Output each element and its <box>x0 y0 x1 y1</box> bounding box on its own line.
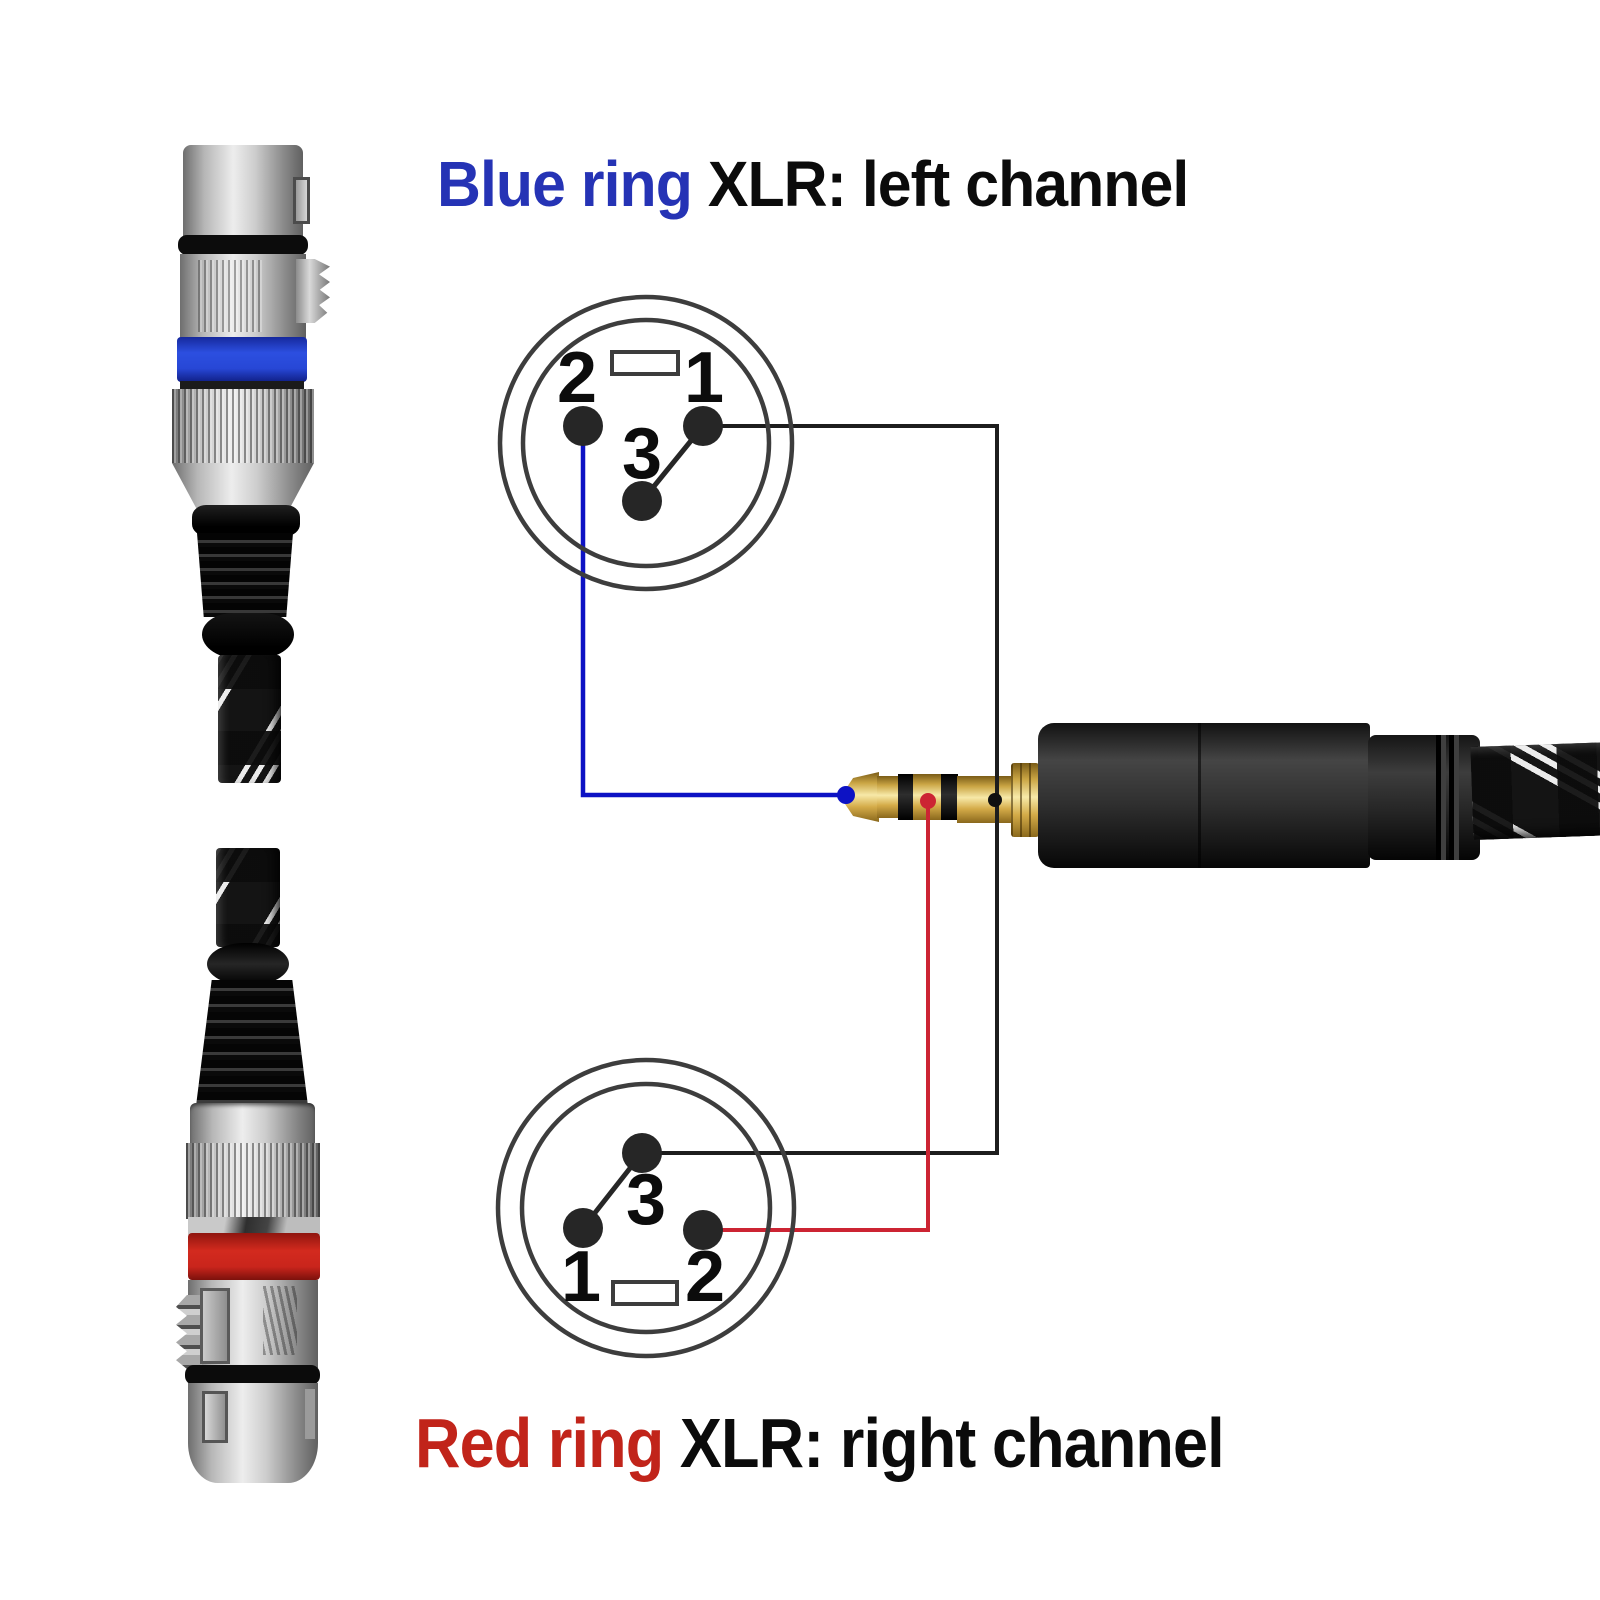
xlr-knurled-ring <box>186 1143 320 1219</box>
xlr-latch-section <box>180 254 330 338</box>
xlr-pinout-top: 2 1 3 <box>497 294 795 592</box>
xlr-latch-tab <box>200 1288 230 1364</box>
braided-cable <box>216 848 280 947</box>
xlr-o-ring <box>185 1365 320 1385</box>
xlr-strain-relief <box>196 980 308 1106</box>
plug-neck <box>877 776 901 818</box>
trs-35mm-plug <box>840 715 1600 890</box>
xlr-separator <box>188 1217 320 1235</box>
xlr-barrel <box>188 1383 318 1483</box>
label-red-ring-highlight: Red ring <box>415 1404 664 1482</box>
pin-3-label: 3 <box>622 414 662 494</box>
pin-2-label: 2 <box>557 338 597 418</box>
blue-ring-band <box>177 337 307 382</box>
xlr-neck <box>190 1103 315 1147</box>
left-channel-wire <box>580 430 842 798</box>
label-right-channel-rest: XLR: right channel <box>663 1404 1225 1482</box>
plug-insulator-ring <box>898 774 914 820</box>
xlr-strain-relief <box>197 533 293 617</box>
sleeve-connection-dot <box>988 793 1002 807</box>
xlr-latch-slot <box>293 177 310 224</box>
pin-1-label: 1 <box>561 1237 601 1317</box>
pin-2-label: 2 <box>685 1237 725 1317</box>
label-right-channel: Red ring XLR: right channel <box>415 1404 1225 1482</box>
label-left-channel: Blue ring XLR: left channel <box>437 148 1189 220</box>
pin-3-label: 3 <box>626 1160 666 1240</box>
label-blue-ring-highlight: Blue ring <box>437 148 693 220</box>
xlr-o-ring <box>178 235 308 255</box>
xlr-boot-cap <box>192 505 300 536</box>
xlr-knurled-ring <box>172 389 314 463</box>
xlr-boot-flare <box>202 613 294 659</box>
red-ring-band <box>188 1233 320 1280</box>
ground-wire <box>660 424 999 1155</box>
plug-sleeve-contact <box>957 776 1013 823</box>
xlr-barrel-notch <box>305 1389 315 1439</box>
tip-connection-dot <box>837 786 855 804</box>
ring-connection-dot <box>920 793 936 809</box>
plug-strain-collar <box>1368 735 1480 860</box>
xlr-barrel <box>183 145 310 238</box>
xlr-connector-red <box>168 845 338 1490</box>
right-channel-wire <box>722 805 930 1232</box>
plug-step-collar <box>1011 763 1039 837</box>
xlr-connector-blue <box>170 143 335 788</box>
xlr-taper <box>172 463 314 508</box>
xlr-boot-cap <box>207 943 289 985</box>
braided-cable <box>218 655 281 783</box>
plug-insulator-ring <box>941 774 958 820</box>
xlr-pinout-bottom: 3 1 2 <box>495 1057 797 1359</box>
xlr-separator <box>180 381 304 390</box>
pin-1-label: 1 <box>684 338 724 418</box>
label-left-channel-rest: XLR: left channel <box>691 148 1189 220</box>
plug-body <box>1038 723 1370 868</box>
xlr-latch-slot <box>202 1391 228 1443</box>
